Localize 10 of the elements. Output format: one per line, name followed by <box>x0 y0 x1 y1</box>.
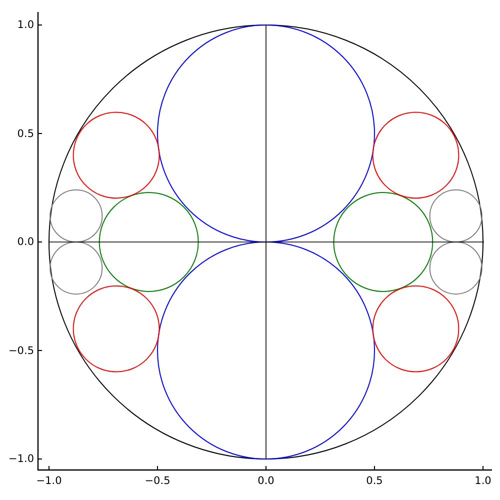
tick-label: 1.0 <box>17 19 34 31</box>
tick-label: −1.0 <box>8 453 34 465</box>
tick-label: 0.5 <box>17 128 34 140</box>
tick-label: −0.5 <box>144 475 170 487</box>
tick-label: 0.5 <box>366 475 383 487</box>
tick-label: 0.0 <box>258 475 274 487</box>
tick-label: −1.0 <box>36 475 62 487</box>
tick-label: −0.5 <box>8 344 34 356</box>
tick-label: 1.0 <box>474 475 492 487</box>
tick-label: 0.0 <box>17 236 34 248</box>
